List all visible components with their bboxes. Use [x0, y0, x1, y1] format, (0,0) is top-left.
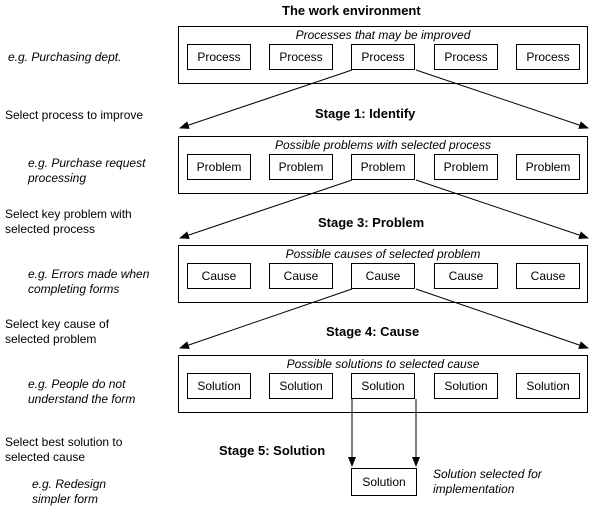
solution-box: Solution [269, 373, 333, 399]
problem-box: Problem [187, 154, 251, 180]
stage-4-label: Stage 4: Cause [326, 324, 420, 339]
stage-3-label: Stage 3: Problem [318, 215, 425, 230]
cause-box: Cause [434, 263, 498, 289]
example-row-4: e.g. People do not understand the form [28, 377, 136, 406]
solutions-panel: Possible solutions to selected cause Sol… [178, 355, 588, 413]
process-box: Process [434, 44, 498, 70]
cause-box: Cause [516, 263, 580, 289]
solutions-panel-title: Possible solutions to selected cause [286, 357, 480, 371]
process-box: Process [351, 44, 415, 70]
example-final: e.g. Redesign simpler form [32, 477, 107, 506]
selected-solution-box: Solution [351, 468, 417, 496]
problem-box: Problem [434, 154, 498, 180]
example-row-3: e.g. Errors made when completing forms [28, 267, 150, 296]
cause-box: Cause [187, 263, 251, 289]
solution-box: Solution [434, 373, 498, 399]
selected-solution-note: Solution selected for implementation [433, 467, 542, 496]
example-row-2: e.g. Purchase request processing [28, 156, 146, 185]
stage-1-label: Stage 1: Identify [315, 106, 416, 121]
problem-box: Problem [351, 154, 415, 180]
diagram-title: The work environment [282, 3, 421, 18]
problem-box: Problem [516, 154, 580, 180]
instruction-step-4: Select best solution to selected cause [5, 435, 123, 464]
cause-box: Cause [351, 263, 415, 289]
solution-box: Solution [351, 373, 415, 399]
causes-panel: Possible causes of selected problem Caus… [178, 245, 588, 303]
problems-panel-title: Possible problems with selected process [274, 138, 492, 152]
example-row-1: e.g. Purchasing dept. [8, 50, 122, 64]
causes-panel-title: Possible causes of selected problem [285, 247, 481, 261]
processes-panel: Processes that may be improved Process P… [178, 26, 588, 84]
solution-box: Solution [516, 373, 580, 399]
problems-panel: Possible problems with selected process … [178, 136, 588, 194]
solution-box: Solution [187, 373, 251, 399]
process-box: Process [516, 44, 580, 70]
process-box: Process [269, 44, 333, 70]
processes-panel-title: Processes that may be improved [295, 28, 471, 42]
instruction-step-3: Select key cause of selected problem [5, 317, 110, 346]
cause-box: Cause [269, 263, 333, 289]
process-box: Process [187, 44, 251, 70]
instruction-step-2: Select key problem with selected process [5, 207, 132, 236]
instruction-step-1: Select process to improve [5, 108, 144, 122]
problem-box: Problem [269, 154, 333, 180]
stage-5-label: Stage 5: Solution [219, 443, 326, 458]
